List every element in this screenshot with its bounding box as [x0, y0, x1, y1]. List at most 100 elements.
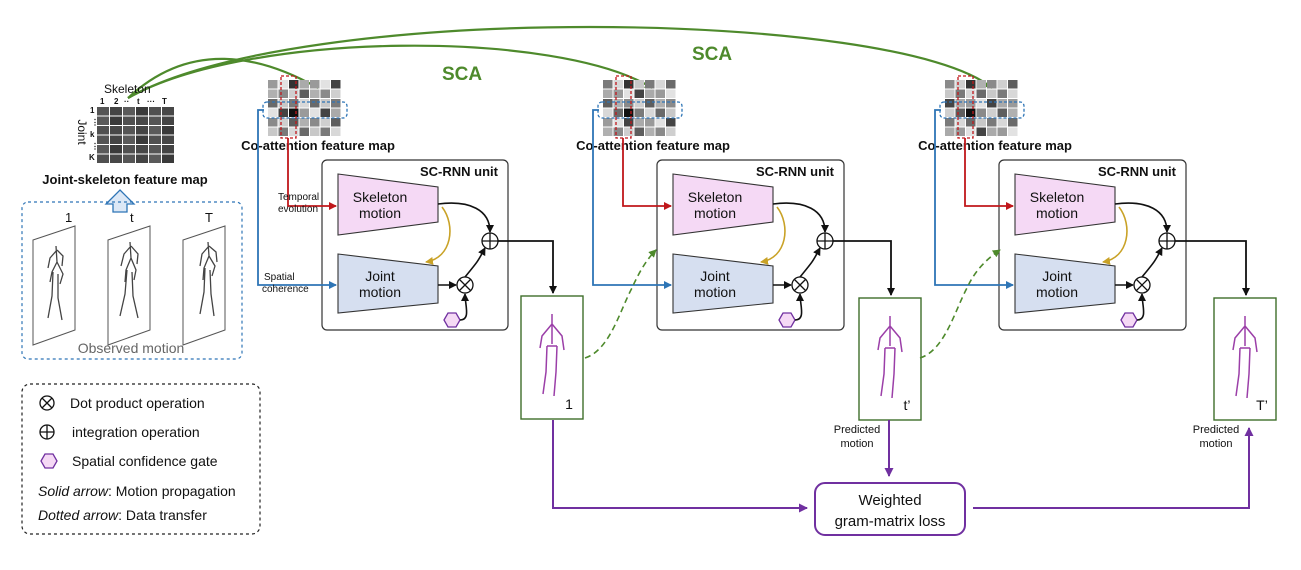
joint-skeleton-map-title: Joint-skeleton feature map	[42, 172, 207, 187]
coattention-cell	[987, 118, 997, 127]
coattention-cell	[268, 80, 278, 89]
matrix-cell	[97, 135, 109, 144]
coattention-cell	[955, 99, 965, 108]
dot-product-node-icon	[456, 276, 474, 294]
skeleton-motion-block	[337, 173, 439, 236]
frame-label: t	[130, 210, 134, 225]
matrix-cell	[149, 145, 161, 154]
matrix-cell	[110, 107, 122, 116]
predicted-skeleton	[877, 316, 903, 399]
skeleton-figure	[119, 241, 139, 319]
coattention-cell	[976, 118, 986, 127]
gold-feedback-arrow	[1102, 206, 1128, 265]
dotted-arrow-term: Dotted arrow	[38, 507, 119, 523]
matrix-cell	[136, 116, 148, 125]
coattention-cell	[278, 108, 288, 117]
matrix-cell	[110, 154, 122, 163]
matrix-col-label: T	[162, 97, 167, 106]
coattention-cell	[1008, 108, 1018, 117]
skeleton-motion-label1: Skeleton	[353, 189, 407, 205]
coattention-cell	[310, 127, 320, 136]
sc-rnn-unit-title: SC-RNN unit	[1098, 164, 1177, 179]
temporal-arrow	[287, 138, 337, 210]
gold-feedback-arrow	[760, 206, 786, 265]
joint-motion-label2: motion	[359, 284, 401, 300]
coattention-cell	[645, 89, 655, 98]
coattention-grid	[603, 80, 676, 136]
observed-motion-label: Observed motion	[78, 340, 185, 356]
coattention-cell	[289, 127, 299, 136]
coattention-cell	[331, 89, 341, 98]
gate-hexagon-icon	[778, 312, 796, 328]
legend-box	[21, 383, 261, 535]
matrix-cell	[123, 145, 135, 154]
output-frame-label: t’	[904, 397, 911, 413]
sca-arcs	[127, 25, 993, 99]
coattention-cell	[289, 108, 299, 117]
joint-motion-label2: motion	[694, 284, 736, 300]
coattention-cell	[299, 89, 309, 98]
predicted-label-1a: Predicted	[834, 424, 880, 436]
matrix-col-label: 1	[100, 97, 105, 106]
loss-arrow	[973, 427, 1254, 509]
joint-motion-block	[337, 253, 439, 314]
predicted-skeleton	[539, 314, 565, 397]
coattention-cell	[310, 99, 320, 108]
sc-rnn-unit-title: SC-RNN unit	[756, 164, 835, 179]
matrix-cell	[123, 135, 135, 144]
solid-arrow-term: Solid arrow	[38, 483, 109, 499]
temporal-label-2: evolution	[278, 204, 318, 215]
coattention-cell	[320, 118, 330, 127]
coattention-cell	[997, 80, 1007, 89]
coattention-cell	[945, 108, 955, 117]
coattention-cell	[645, 99, 655, 108]
coattention-cell	[945, 118, 955, 127]
coattention-cell	[268, 118, 278, 127]
matrix-row-label: ⋮	[91, 142, 99, 151]
coattention-cell	[278, 89, 288, 98]
coattention-cell	[268, 108, 278, 117]
coattention-cell	[955, 80, 965, 89]
coattention-cell	[299, 99, 309, 108]
dot-product-node-icon	[1133, 276, 1151, 294]
dashed-arrow	[584, 249, 657, 359]
coattention-cell	[331, 80, 341, 89]
coattention-cell	[320, 99, 330, 108]
joint-motion-label2: motion	[1036, 284, 1078, 300]
coattention-cell	[320, 80, 330, 89]
frame-panel	[182, 225, 226, 346]
integration-node-icon	[481, 232, 499, 250]
coattention-cell	[987, 89, 997, 98]
matrix-cell	[97, 126, 109, 135]
coattention-grid	[268, 80, 341, 136]
column-highlight	[615, 75, 632, 139]
internal-arrows	[772, 202, 829, 321]
coattention-cell	[624, 89, 634, 98]
frame-label: 1	[65, 210, 72, 225]
coattention-cell	[289, 89, 299, 98]
coattention-cell	[666, 80, 676, 89]
coattention-cell	[331, 127, 341, 136]
spatial-arrow	[257, 109, 337, 289]
coattention-cell	[624, 80, 634, 89]
coattention-cell	[987, 80, 997, 89]
matrix-cell	[97, 145, 109, 154]
coattention-cell	[603, 118, 613, 127]
output-frame-label: T’	[1256, 397, 1268, 413]
integration-node-icon	[1158, 232, 1176, 250]
coattention-cell	[645, 127, 655, 136]
coattention-cell	[945, 80, 955, 89]
matrix-cell	[136, 135, 148, 144]
output-frame-label: 1	[565, 396, 573, 412]
coattention-cell	[310, 80, 320, 89]
coattention-cell	[987, 127, 997, 136]
skeleton-motion-label1: Skeleton	[1030, 189, 1084, 205]
matrix-column-labels: 1 2 ·· t ··· T	[100, 97, 167, 106]
matrix-cell	[97, 107, 109, 116]
coattention-cell	[645, 108, 655, 117]
coattention-cell	[987, 108, 997, 117]
loss-box	[814, 482, 966, 536]
